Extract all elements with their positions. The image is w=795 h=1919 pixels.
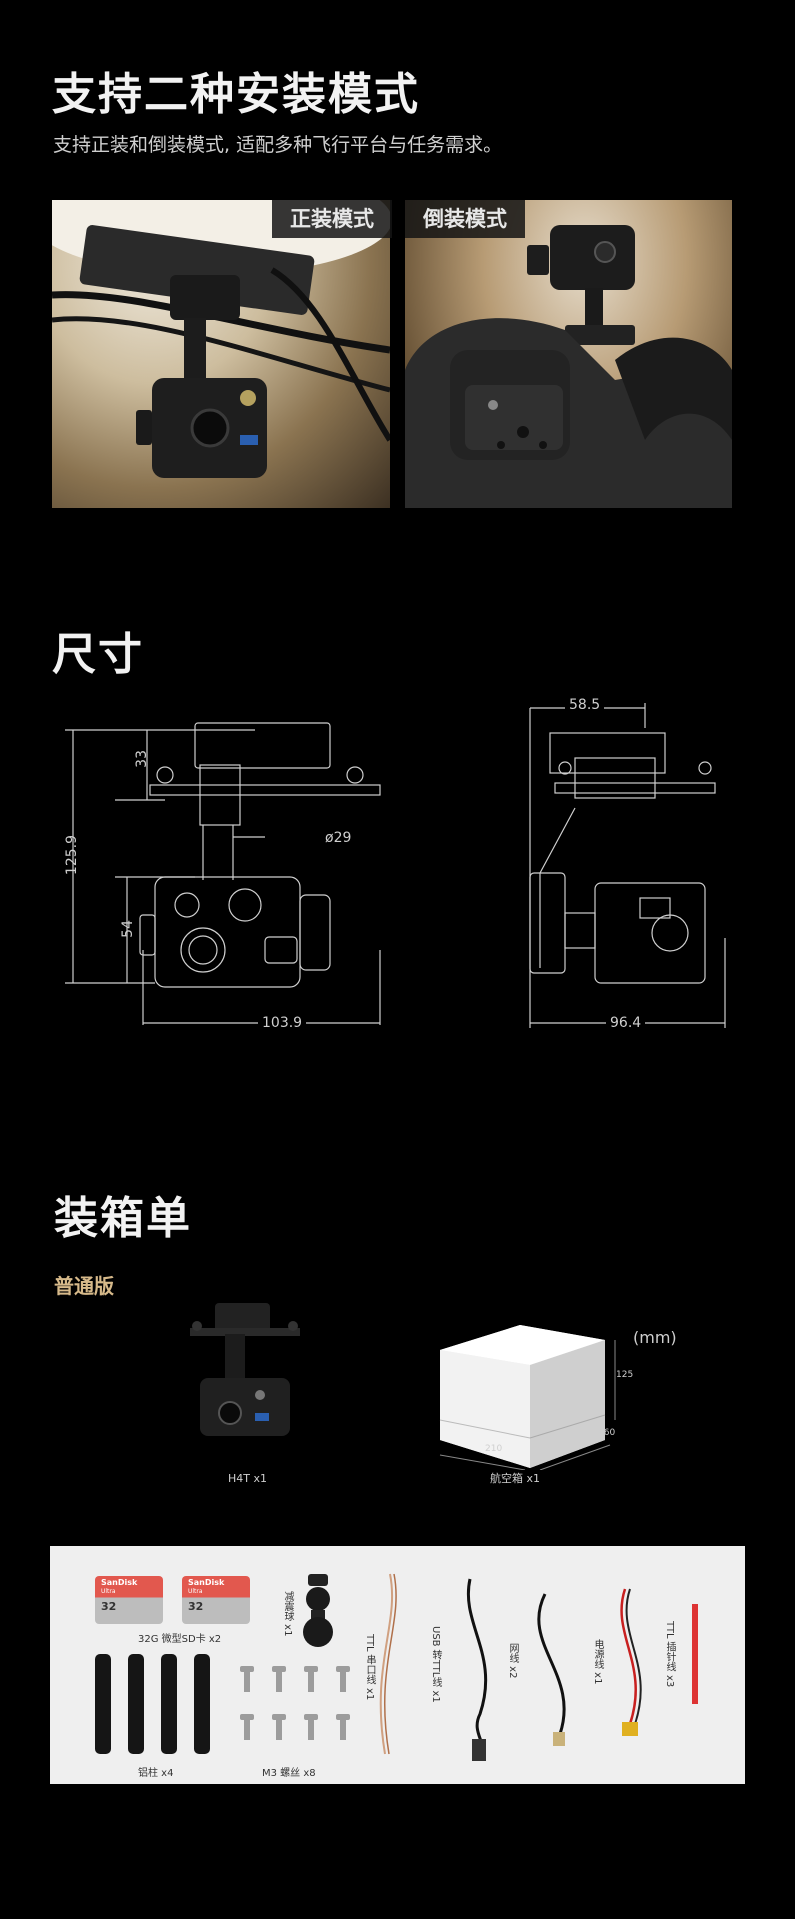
upright-mode-tag: 正装模式 [272,200,392,238]
sd-brand: SanDisk [101,1578,138,1587]
sd-sub: Ultra [188,1588,203,1595]
box-width: 210 [485,1444,503,1454]
dim-33: 33 [134,750,150,768]
ttl-serial-caption: TTL 串口线 x1 [364,1634,375,1701]
sd-capacity: 32 [188,1600,204,1613]
screw-caption: M3 螺丝 x8 [262,1768,316,1779]
packing-title: 装箱单 [54,1193,192,1244]
dim-103-9: 103.9 [258,1015,307,1031]
accessories-panel: SanDisk Ultra 32 SanDisk Ultra 32 32G 微型… [50,1546,745,1784]
pillar-caption: 铝柱 x4 [138,1768,174,1779]
sd-capacity: 32 [101,1600,117,1613]
damping-ball-image [303,1574,333,1647]
box-caption: 航空箱 x1 [490,1472,541,1485]
ttl-pin-caption: TTL 插针线 x3 [664,1621,675,1688]
cables-image [379,1573,698,1761]
sd-caption: 32G 微型SD卡 x2 [138,1634,222,1645]
power-cable-caption: 电源线 x1 [592,1639,603,1685]
gimbal-caption: H4T x1 [228,1472,267,1485]
inverted-mount-photo [405,200,732,508]
sd-card-2: SanDisk Ultra 32 [182,1576,250,1624]
front-view-drawing [65,722,381,1025]
case-box-image [439,1325,616,1470]
edition-label: 普通版 [54,1274,114,1298]
pillars-image [95,1654,210,1754]
usb-ttl-caption: USB 转TTL线 x1 [430,1626,441,1703]
upright-mount-photo [52,200,390,508]
sd-sub: Ultra [101,1588,116,1595]
gimbal-product-image [190,1303,300,1436]
dim-58-5: 58.5 [565,697,605,713]
box-depth: 160 [598,1428,616,1438]
screws-image [240,1666,350,1740]
dimensions-title: 尺寸 [52,629,144,680]
mount-subtitle: 支持正装和倒装模式, 适配多种飞行平台与任务需求。 [53,134,503,156]
dim-125-9: 125.9 [64,835,80,876]
sd-card-1: SanDisk Ultra 32 [95,1576,163,1624]
ball-caption: 减震球 x1 [282,1591,293,1637]
sd-brand: SanDisk [188,1578,225,1587]
box-height: 125 [616,1370,634,1380]
side-view-drawing [529,703,726,1028]
box-unit: (mm) [633,1328,677,1347]
inverted-mode-tag: 倒装模式 [405,200,525,238]
dim-29: ø29 [325,830,352,846]
net-cable-caption: 网线 x2 [507,1643,518,1679]
mount-title: 支持二种安装模式 [52,69,420,120]
dim-96-4: 96.4 [606,1015,646,1031]
dim-54: 54 [120,920,136,938]
